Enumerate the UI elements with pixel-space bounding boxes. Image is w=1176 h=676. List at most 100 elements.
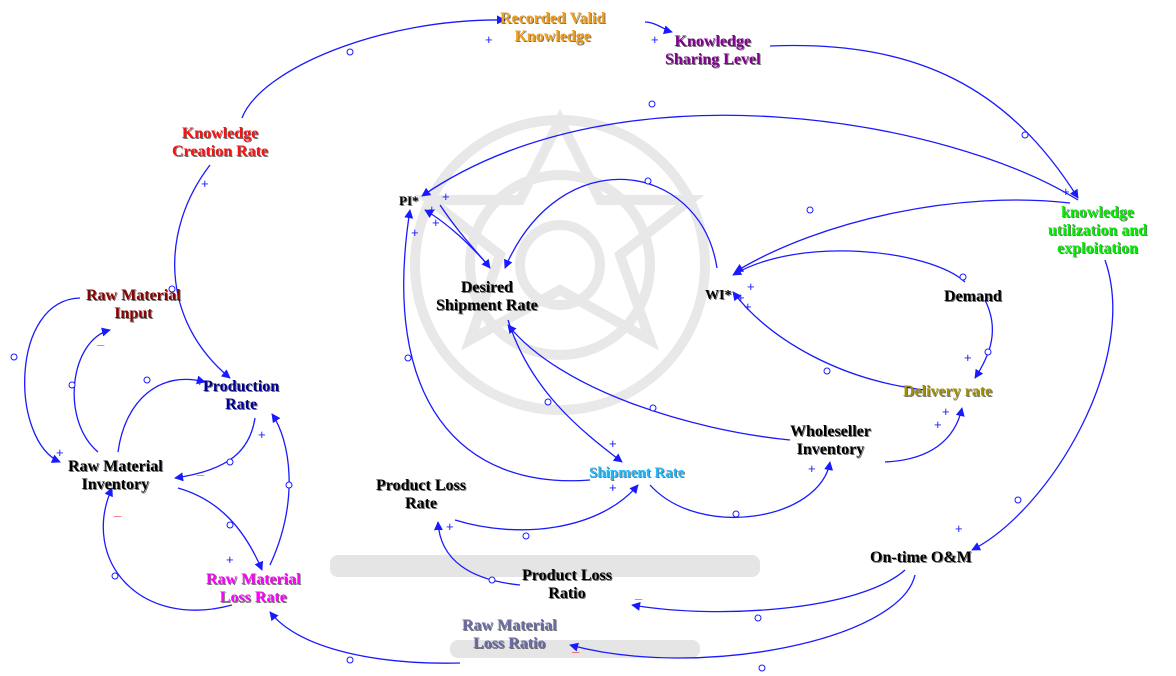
polarity-plus: + [201, 176, 209, 191]
node-label-line: PI* [399, 193, 419, 208]
link-shipment-to-pi [403, 209, 591, 482]
polarity-plus: + [258, 427, 266, 442]
polarity-plus: + [56, 445, 64, 460]
link-handle[interactable] [488, 576, 496, 584]
link-wi-to-desired [504, 178, 718, 269]
link-handle[interactable] [346, 48, 354, 56]
link-handle[interactable] [732, 510, 740, 518]
node-delivery-rate[interactable]: Delivery rate [903, 383, 992, 401]
node-label-line: Product Loss [522, 567, 612, 584]
node-label-line: Rate [404, 494, 437, 512]
polarity-plus: + [737, 290, 745, 305]
link-desired-to-shipment [507, 319, 623, 463]
node-label-line: Shipment Rate [436, 296, 538, 314]
link-handle[interactable] [404, 354, 412, 362]
link-handle[interactable] [823, 367, 831, 375]
polarity-plus: + [1062, 184, 1070, 199]
link-ontime-to-plratio [631, 569, 906, 613]
link-rmlratio-to-rmlrate [269, 611, 461, 664]
link-inventory-to-production [117, 375, 206, 453]
polarity-plus: + [411, 225, 419, 240]
polarity-plus: + [446, 519, 454, 534]
polarity-plus: + [934, 417, 942, 432]
polarity-plus: + [942, 404, 950, 419]
link-shipment-to-inventory [649, 461, 834, 518]
node-label-line: Knowledge [674, 33, 751, 50]
node-label-line: Product Loss [376, 477, 466, 494]
node-label-line: Raw Material [86, 287, 181, 304]
node-on-time-om[interactable]: On-time O&M [870, 549, 972, 567]
link-handle[interactable] [758, 664, 766, 672]
causal-links [24, 15, 1114, 664]
node-demand[interactable]: Demand [944, 288, 1002, 306]
link-inventory-to-rmlrate [177, 487, 263, 571]
link-handles [10, 48, 1029, 672]
link-handle[interactable] [544, 398, 552, 406]
link-production-to-inventory [174, 417, 256, 482]
link-handle[interactable] [346, 656, 354, 664]
link-handle[interactable] [68, 381, 76, 389]
polarity-minus: _ [572, 639, 580, 654]
link-handle[interactable] [285, 481, 293, 489]
link-handle[interactable] [168, 285, 176, 293]
link-handle[interactable] [648, 100, 656, 108]
node-label-line: exploitation [1057, 239, 1139, 257]
polarity-minus: _ [97, 332, 105, 347]
link-handle[interactable] [226, 458, 234, 466]
polarity-plus: + [955, 521, 963, 536]
link-handle[interactable] [984, 348, 992, 356]
node-label-line: Creation Rate [172, 142, 269, 160]
link-productloss-to-shipment [454, 484, 639, 531]
node-label-line: Input [114, 304, 153, 322]
link-sharing-to-utilization [769, 44, 1079, 199]
link-handle[interactable] [522, 532, 530, 540]
link-handle[interactable] [1021, 131, 1029, 139]
link-handle[interactable] [959, 273, 967, 281]
link-handle[interactable] [10, 353, 18, 361]
node-label-line: WI* [705, 288, 732, 303]
polarity-plus: + [744, 299, 752, 314]
link-handle[interactable] [143, 376, 151, 384]
link-pi-to-desired [439, 204, 491, 269]
link-creation-to-recorded [241, 15, 506, 119]
link-inventory-to-delivery [884, 407, 965, 463]
link-handle[interactable] [1014, 496, 1022, 504]
node-label-line: Production [203, 378, 280, 395]
node-label-line: Raw Material [68, 458, 163, 475]
polarity-plus: + [651, 32, 659, 47]
link-handle[interactable] [226, 521, 234, 529]
link-handle[interactable] [806, 206, 814, 214]
node-label-line: Raw Material [462, 617, 557, 634]
link-handle[interactable] [111, 572, 119, 580]
link-utilization-to-ontime [971, 259, 1114, 551]
node-label-line: Demand [944, 288, 1002, 305]
node-label-line: Knowledge [514, 27, 591, 45]
link-ontime-to-rmlratio [569, 574, 916, 659]
node-label-line: Desired [460, 279, 513, 296]
link-handle[interactable] [649, 404, 657, 412]
link-utilization-to-pi [421, 114, 1079, 201]
node-wi[interactable]: WI* [705, 288, 731, 304]
node-label-line: Shipment Rate [589, 465, 685, 481]
link-handle[interactable] [644, 177, 652, 185]
watermark-rosette [410, 108, 710, 415]
node-pi[interactable]: PI* [399, 193, 419, 209]
node-label-line: Rate [225, 395, 258, 413]
link-handle[interactable] [754, 614, 762, 622]
node-shipment-rate[interactable]: Shipment Rate [589, 465, 684, 482]
link-delivery-to-wi [732, 291, 926, 391]
